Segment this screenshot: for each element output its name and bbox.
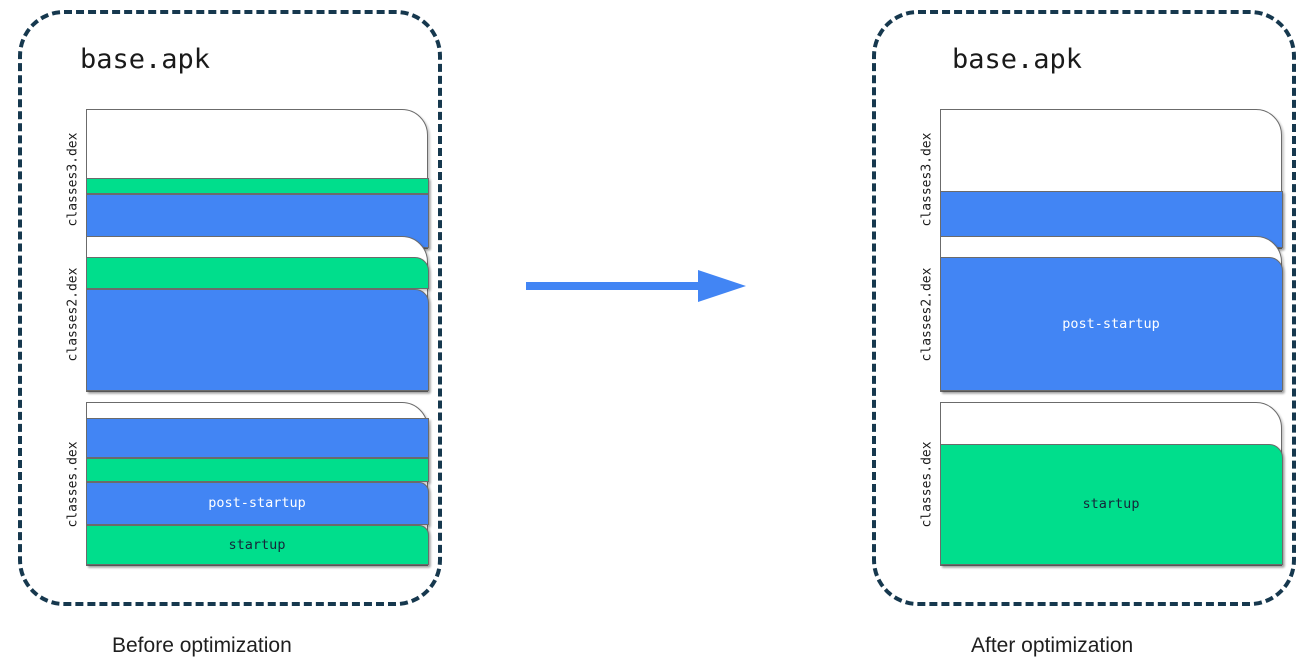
band-stack-after-classes3: [939, 110, 1283, 248]
band-after-classes-startup: startup: [939, 443, 1283, 565]
band-after-classes2-empty: [940, 237, 1283, 257]
band-label: startup: [228, 536, 286, 553]
band-before-classes2-post-startup: [85, 289, 429, 391]
apk-title-after: base.apk: [952, 44, 1083, 75]
band-label: post-startup: [1062, 316, 1160, 333]
band-after-classes2-post-startup: post-startup: [939, 257, 1283, 391]
band-stack-before-classes3: [85, 110, 429, 248]
band-label: post-startup: [208, 495, 306, 512]
caption-before-optimization: Before optimization: [112, 634, 292, 657]
dex-label-before-classes2: classes2.dex: [65, 267, 81, 361]
band-before-classes2-startup: [85, 257, 429, 290]
band-before-classes-post-startup-2: post-startup: [85, 482, 429, 525]
apk-panel-before: base.apk classes3.dex c: [18, 10, 442, 606]
band-stack-after-classes: startup: [939, 403, 1283, 565]
band-stack-before-classes: post-startup startup: [85, 403, 429, 565]
dex-box-after-classes2: post-startup: [939, 236, 1283, 392]
dex-box-after-classes3: [939, 109, 1283, 249]
band-before-classes-startup-2: startup: [85, 524, 429, 565]
band-before-classes3-empty: [86, 110, 429, 178]
dex-group-before-classes: classes.dex post-startup startup: [60, 402, 429, 566]
dex-label-after-classes3: classes3.dex: [919, 132, 935, 226]
dex-box-before-classes2: [85, 236, 429, 392]
dex-box-before-classes: post-startup startup: [85, 402, 429, 566]
dex-group-after-classes: classes.dex startup: [914, 402, 1283, 566]
band-before-classes2-empty: [86, 237, 429, 257]
apk-title-before: base.apk: [80, 44, 211, 75]
band-label: startup: [1082, 496, 1140, 513]
dex-label-after-classes: classes.dex: [919, 440, 935, 528]
band-after-classes-empty: [940, 403, 1283, 444]
dex-label-after-classes2: classes2.dex: [919, 267, 935, 361]
band-stack-before-classes2: [85, 237, 429, 391]
dex-group-after-classes3: classes3.dex: [914, 109, 1283, 249]
dex-group-before-classes3: classes3.dex: [60, 109, 429, 249]
band-before-classes-post-startup-1: [85, 417, 429, 459]
band-before-classes-startup-1: [85, 458, 429, 483]
dex-group-before-classes2: classes2.dex: [60, 236, 429, 392]
dex-label-before-classes: classes.dex: [65, 440, 81, 528]
dex-label-before-classes3: classes3.dex: [65, 132, 81, 226]
dex-group-after-classes2: classes2.dex post-startup: [914, 236, 1283, 392]
caption-after-optimization: After optimization: [971, 634, 1134, 657]
dex-box-before-classes3: [85, 109, 429, 249]
transformation-arrow-icon: [526, 270, 746, 302]
apk-panel-after: base.apk classes3.dex classes2.dex: [872, 10, 1296, 606]
band-before-classes3-startup: [85, 177, 429, 195]
band-before-classes-empty: [86, 403, 429, 418]
dex-box-after-classes: startup: [939, 402, 1283, 566]
band-after-classes3-empty: [940, 110, 1283, 191]
band-stack-after-classes2: post-startup: [939, 237, 1283, 391]
